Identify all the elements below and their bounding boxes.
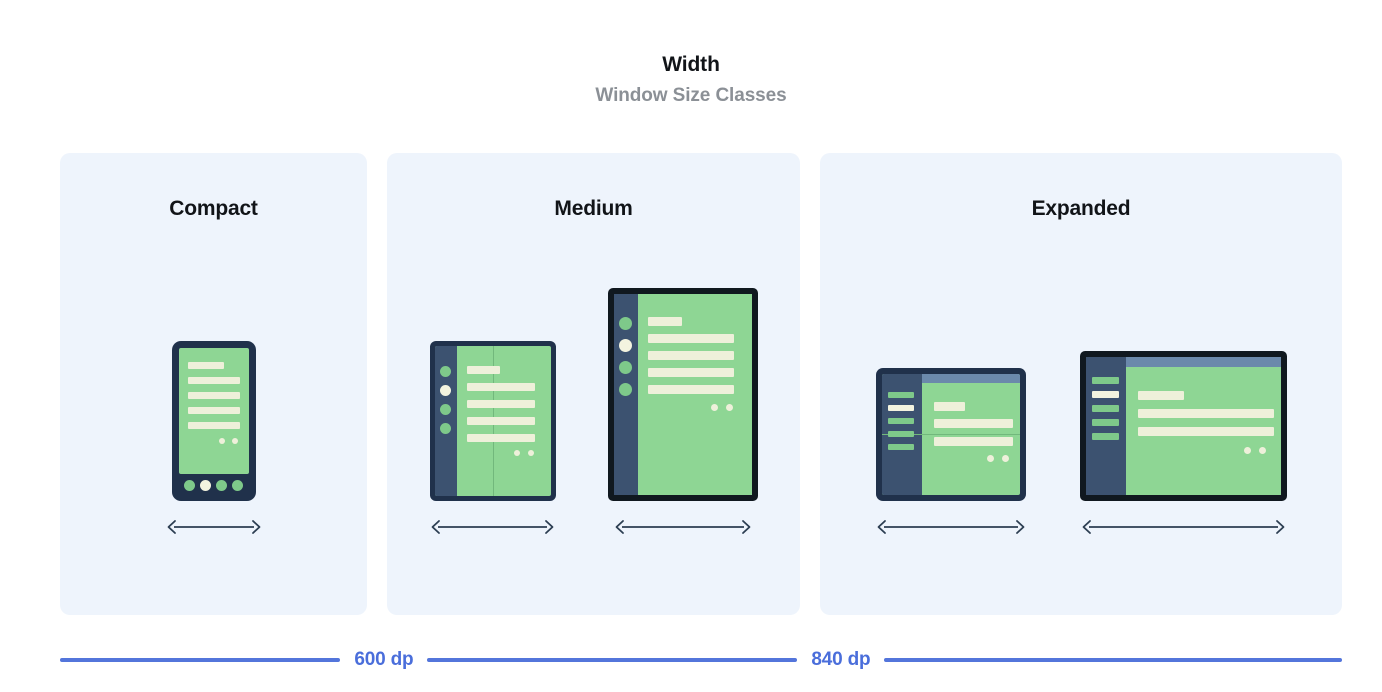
content-line [647,317,682,326]
foldable-landscape-screen [881,374,1020,495]
rail-item[interactable] [1091,377,1119,384]
app-top-bar [921,374,1020,383]
device-foldable-portrait [429,341,556,501]
device-slot-phone-portrait [166,271,262,535]
content-line [647,334,734,343]
content-dot [218,438,225,444]
content-line [1137,427,1274,436]
content-dot [527,450,534,456]
rail-dot[interactable] [439,423,451,434]
content-line [187,377,240,384]
tablet-portrait-screen [613,294,752,495]
device-stage-expanded [820,271,1342,615]
measure-line-expanded [884,658,1342,662]
rail-dot[interactable] [439,404,451,415]
nav-dot[interactable] [216,479,228,491]
phone-screen [178,348,249,474]
rail-dot[interactable] [439,366,451,377]
device-tablet-portrait [607,288,758,501]
app-top-bar [1125,357,1281,367]
content-dot [513,450,520,456]
page-subtitle: Window Size Classes [595,85,787,106]
rail-dot[interactable] [618,317,632,330]
content-line [187,392,240,399]
content-line [466,417,535,425]
rail-item[interactable] [1091,405,1119,412]
foldable-portrait-screen [434,346,551,496]
fold-crease [881,434,1020,435]
device-stage-compact [60,271,367,615]
content-line [933,402,965,411]
content-line [1137,409,1274,418]
content-line [466,366,500,374]
rail-item[interactable] [887,444,914,450]
panel-expanded: Expanded [820,153,1342,615]
content-dot [986,455,994,462]
content-line [187,407,240,414]
panel-label-medium: Medium [554,197,633,220]
content-line [187,422,240,429]
rail-item[interactable] [887,392,914,398]
content-line [933,419,1013,428]
device-stage-medium [387,271,800,615]
content-line [466,434,535,442]
content-dot [710,404,718,411]
panel-label-expanded: Expanded [1031,197,1131,220]
rail-item[interactable] [1091,433,1119,440]
width-arrow-icon [877,520,1024,534]
rail-dot[interactable] [618,383,632,396]
device-slot-tablet-portrait [607,271,758,535]
width-arrow-icon [615,520,750,534]
breakpoint-label-600: 600 dp [354,649,414,670]
width-arrow-icon [431,520,554,534]
rail-item-active[interactable] [1091,391,1119,398]
device-foldable-landscape [875,368,1026,501]
page-title: Width [662,53,720,76]
nav-dot-active[interactable] [199,479,211,491]
size-class-panels: Compact [60,153,1342,615]
content-line [647,351,734,360]
measure-line-medium [427,658,798,662]
content-line [647,385,734,394]
device-slot-foldable-portrait [429,271,556,535]
content-dot [1001,455,1009,462]
rail-item[interactable] [1091,419,1119,426]
phone-navigation-bar [179,475,249,495]
content-dot [231,438,238,444]
tablet-landscape-screen [1085,357,1281,495]
breakpoint-label-840: 840 dp [811,649,871,670]
navigation-rail [434,346,457,496]
page-header: Width Window Size Classes [0,52,1382,109]
content-line [933,437,1013,446]
rail-item-active[interactable] [887,405,914,411]
content-dot [1243,447,1251,454]
content-line [647,368,734,377]
panel-compact: Compact [60,153,367,615]
rail-item[interactable] [887,418,914,424]
measure-line-compact [60,658,341,662]
nav-dot[interactable] [232,479,244,491]
panel-label-compact: Compact [169,197,258,220]
panel-medium: Medium [387,153,800,615]
device-tablet-landscape [1079,351,1287,501]
rail-dot-active[interactable] [439,385,451,396]
device-phone-portrait [171,341,256,501]
content-line [466,400,535,408]
rail-item[interactable] [887,431,914,437]
content-dot [1258,447,1266,454]
rail-dot-active[interactable] [618,339,632,352]
content-line [1137,391,1184,400]
device-slot-tablet-landscape [1079,271,1287,535]
content-line [466,383,535,391]
width-arrow-icon [167,520,260,534]
content-line [187,362,224,369]
device-slot-foldable-landscape [875,271,1026,535]
breakpoint-measure-bar: 600 dp 840 dp [60,645,1342,675]
rail-dot[interactable] [618,361,632,374]
nav-dot[interactable] [183,479,195,491]
width-arrow-icon [1082,520,1284,534]
content-dot [725,404,733,411]
